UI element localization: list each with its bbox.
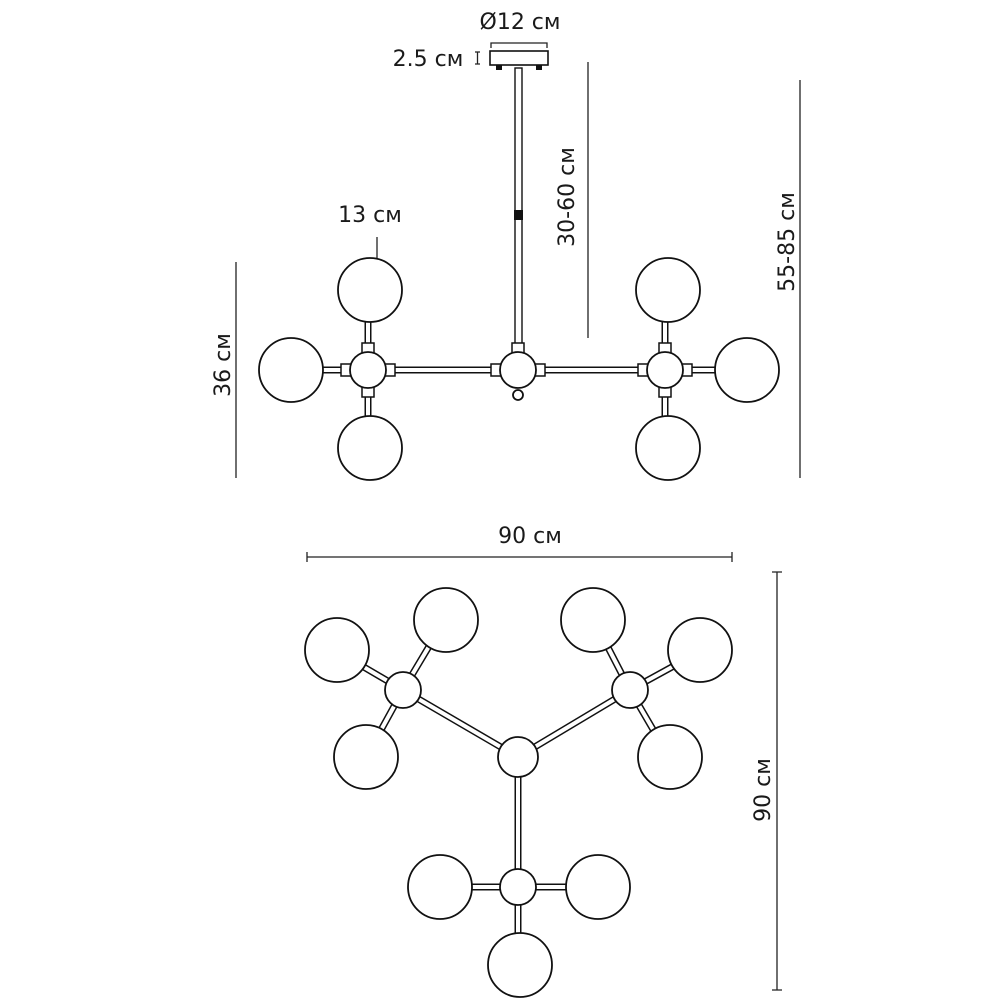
plan-globes xyxy=(304,587,733,998)
plan-depth-line xyxy=(772,571,782,991)
plan-view: 90 см 90 см xyxy=(304,524,782,998)
plan-left-hub xyxy=(384,671,422,709)
total-height-label: 55-85 см xyxy=(775,192,800,292)
globe-diameter-label: 13 см xyxy=(338,203,402,228)
plan-bottom-hub xyxy=(499,868,537,906)
center-hub xyxy=(499,351,537,389)
globe xyxy=(714,337,780,403)
suspension-rod xyxy=(514,67,523,351)
canopy-height-label: 2.5 см xyxy=(393,47,464,72)
globe xyxy=(258,337,324,403)
side-elevation: Ø12 см 2.5 см xyxy=(211,10,801,481)
globe xyxy=(413,587,479,653)
globe xyxy=(333,724,399,790)
globe xyxy=(337,257,403,323)
globe xyxy=(487,932,553,998)
globe xyxy=(637,724,703,790)
globe xyxy=(337,415,403,481)
globe xyxy=(560,587,626,653)
plan-center-hub xyxy=(497,736,539,778)
side-globes xyxy=(258,257,780,481)
globe xyxy=(407,854,473,920)
plan-right-hub xyxy=(611,671,649,709)
plan-width-label: 90 см xyxy=(498,524,562,549)
plan-depth-label: 90 см xyxy=(751,758,776,822)
right-hub xyxy=(646,351,684,389)
rod-length-label: 30-60 см xyxy=(555,147,580,247)
left-hub xyxy=(349,351,387,389)
canopy-diameter-label: Ø12 см xyxy=(480,10,561,35)
cluster-height-label: 36 см xyxy=(211,333,236,397)
canopy xyxy=(475,42,549,70)
globe xyxy=(304,617,370,683)
globe xyxy=(635,257,701,323)
globe xyxy=(565,854,631,920)
center-finial xyxy=(512,389,524,401)
globe xyxy=(667,617,733,683)
globe xyxy=(635,415,701,481)
plan-width-line xyxy=(306,552,733,562)
